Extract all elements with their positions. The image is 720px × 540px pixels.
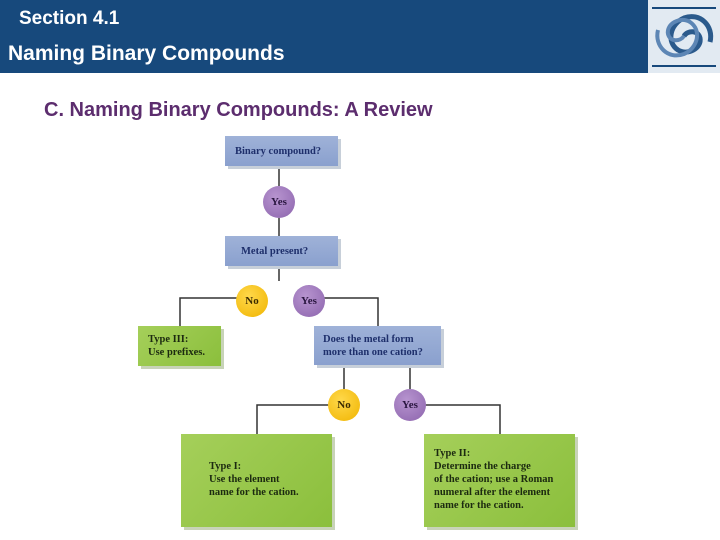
header-title: Naming Binary Compounds	[8, 42, 285, 65]
type-ii-rule-line-3: numeral after the element	[434, 487, 551, 498]
question-binary-compound: Binary compound?	[225, 136, 338, 166]
slide-subtitle: C. Naming Binary Compounds: A Review	[44, 99, 433, 121]
type-ii-box: Type II: Determine the charge of the cat…	[424, 434, 575, 527]
answer-no-circle: No	[236, 285, 268, 317]
question-binary-compound-label: Binary compound?	[235, 146, 322, 157]
answer-no-label: No	[337, 399, 351, 411]
type-i-box: Type I: Use the element name for the cat…	[181, 434, 332, 527]
answer-yes-circle: Yes	[394, 389, 426, 421]
answer-yes-label: Yes	[402, 399, 418, 411]
header-bar: Section 4.1 Naming Binary Compounds	[0, 0, 720, 73]
type-i-rule-line-1: Use the element	[209, 474, 280, 485]
question-multiple-cations-line-1: Does the metal form	[323, 334, 414, 345]
answer-no-label: No	[245, 295, 259, 307]
answer-yes-circle: Yes	[293, 285, 325, 317]
type-ii-rule-line-2: of the cation; use a Roman	[434, 474, 554, 485]
type-iii-heading: Type III:	[148, 334, 189, 345]
question-metal-present-label: Metal present?	[241, 246, 309, 257]
answer-yes-label: Yes	[271, 196, 287, 208]
type-ii-rule-line-1: Determine the charge	[434, 461, 531, 472]
type-ii-rule-line-4: name for the cation.	[434, 500, 524, 511]
answer-yes-label: Yes	[301, 295, 317, 307]
answer-yes-circle: Yes	[263, 186, 295, 218]
question-metal-present: Metal present?	[225, 236, 338, 266]
question-multiple-cations: Does the metal form more than one cation…	[314, 326, 441, 365]
type-iii-box: Type III: Use prefixes.	[138, 326, 221, 366]
type-i-rule-line-2: name for the cation.	[209, 487, 299, 498]
section-label: Section 4.1	[19, 8, 120, 29]
question-multiple-cations-line-2: more than one cation?	[323, 347, 423, 358]
type-ii-heading: Type II:	[434, 448, 471, 459]
type-i-heading: Type I:	[209, 461, 242, 472]
type-iii-rule: Use prefixes.	[148, 347, 205, 358]
answer-no-circle: No	[328, 389, 360, 421]
swirl-logo-icon	[648, 0, 720, 73]
